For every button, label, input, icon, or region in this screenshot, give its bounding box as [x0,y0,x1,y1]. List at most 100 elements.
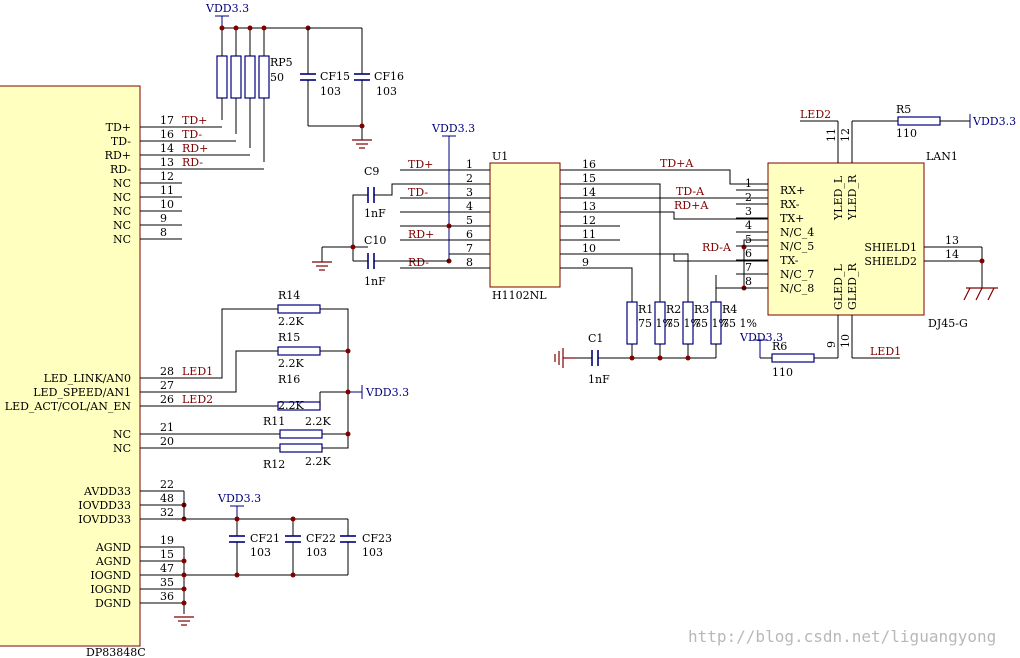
phy-pin-name: LED_SPEED/AN1 [33,386,131,399]
vdd-top-label: VDD3.3 [205,2,249,15]
xfmr-left-net-label: RD+ [408,228,434,241]
phy-pin-name: AGND [95,555,131,568]
phy-pin-number: 9 [160,212,167,225]
net-led2-top: LED2 [800,108,831,121]
phy-net-label: LED1 [182,365,213,378]
xfmr-left-pin-number: 7 [466,242,473,255]
xfmr-right-net-label: RD+A [674,199,709,212]
rj45-left-pin-name: RX+ [780,184,805,197]
phy-pin-name: IOGND [90,569,131,582]
phy-pin-number: 47 [160,562,174,575]
cf23-ref: CF23 [362,532,392,545]
rj45-left-pin-number: 8 [745,275,752,288]
phy-pin-name: IOVDD33 [78,513,131,526]
xfmr-right-pin-number: 13 [582,200,596,213]
rj45-right-pin-number: 13 [945,234,959,247]
vdd-cf-label: VDD3.3 [217,492,261,505]
phy-pin-number: 8 [160,226,167,239]
rj45-left-pin-number: 6 [745,247,752,260]
r2-value: 75 1% [666,317,701,330]
rj45-left-pin-name: N/C_7 [780,268,814,281]
rj45-top-pin-name: YLED_L [832,175,845,221]
phy-pin-number: 13 [160,156,174,169]
vdd-led-label: VDD3.3 [365,386,409,399]
cf22-value: 103 [306,546,327,559]
cf23-value: 103 [362,546,383,559]
xfmr-body [489,162,561,288]
xfmr-right-net-label: TD+A [660,157,694,170]
xfmr-pins: 1TD+23TD-456RD+78RD-161514131211109TD+AT… [400,157,768,269]
r11-ref: R11 [263,415,285,428]
ground-icon [174,616,194,626]
ground-icon [554,348,575,368]
xfmr-left-pin-number: 2 [466,172,473,185]
xfmr-right-pin-number: 14 [582,186,596,199]
termination-network [560,183,768,366]
phy-pin-name: RD- [110,163,131,176]
rj45-body [767,162,925,316]
rj45-right-pin-number: 14 [945,248,959,261]
phy-pin-number: 27 [160,379,174,392]
chassis-ground-icon [963,287,998,301]
phy-pin-number: 12 [160,170,174,183]
phy-pin-number: 11 [160,184,174,197]
c1-ref: C1 [588,332,603,345]
rp5-ref: RP5 [270,56,293,69]
xfmr-left-net-label: TD+ [408,158,433,171]
r5-value: 110 [896,127,917,140]
phy-pin-name: TD+ [106,121,131,134]
phy-pin-name: IOGND [90,583,131,596]
rj45-left-pin-name: TX+ [780,212,804,225]
xfmr-right-pin-number: 10 [582,242,596,255]
r5-ref: R5 [896,103,911,116]
r11-value: 2.2K [305,415,331,428]
rj45-left-pin-number: 7 [745,261,752,274]
xfmr-right-pin-number: 11 [582,228,596,241]
xfmr-left-net-label: TD- [408,186,428,199]
rj45-left-pin-name: RX- [780,198,800,211]
phy-pin-number: 26 [160,393,174,406]
xfmr-right-pin-number: 16 [582,158,596,171]
phy-pin-name: LED_LINK/AN0 [44,372,131,385]
watermark: http://blog.csdn.net/liguangyong [688,627,996,646]
phy-pin-name: NC [113,233,131,246]
rj45-left-pin-number: 1 [745,177,752,190]
phy-pin-number: 15 [160,548,174,561]
xfmr-left-pin-number: 6 [466,228,473,241]
rj45-ref: LAN1 [926,150,958,163]
phy-pin-name: NC [113,177,131,190]
rj45-left-pin-name: N/C_5 [780,240,814,253]
phy-net-label: TD+ [182,114,207,127]
phy-pin-number: 10 [160,198,174,211]
phy-net-label: RD+ [182,142,208,155]
phy-pin-name: TD- [111,135,131,148]
c10-ref: C10 [364,234,386,247]
r4-value: 75 1% [722,317,757,330]
xfmr-part: H1102NL [492,289,547,302]
cf15-ref: CF15 [320,70,350,83]
phy-pin-name: LED_ACT/COL/AN_EN [5,400,132,413]
rj45-part: DJ45-G [928,317,968,330]
r16-ref: R16 [278,373,300,386]
cf15-value: 103 [320,85,341,98]
vdd-r5-label: VDD3.3 [972,115,1016,128]
phy-pin-number: 16 [160,128,174,141]
net-led1-bottom: LED1 [870,345,901,358]
rj45-bottom-pin-name: GLED_R [846,263,859,310]
phy-net-label: TD- [182,128,202,141]
cf22-ref: CF22 [306,532,336,545]
xfmr-ref: U1 [492,150,508,163]
rj45-left-pin-number: 4 [745,219,752,232]
r14-value: 2.2K [278,315,304,328]
r15-value: 2.2K [278,357,304,370]
rj45-top-pin-number: 11 [825,128,838,142]
r6-ref: R6 [772,340,787,353]
rj45-left-pin-number: 2 [745,191,752,204]
vdd-r6-label: VDD3.3 [739,331,783,344]
phy-pin-number: 14 [160,142,174,155]
cf21-ref: CF21 [250,532,280,545]
phy-pin-number: 17 [160,114,174,127]
xfmr-left-pin-number: 5 [466,214,473,227]
